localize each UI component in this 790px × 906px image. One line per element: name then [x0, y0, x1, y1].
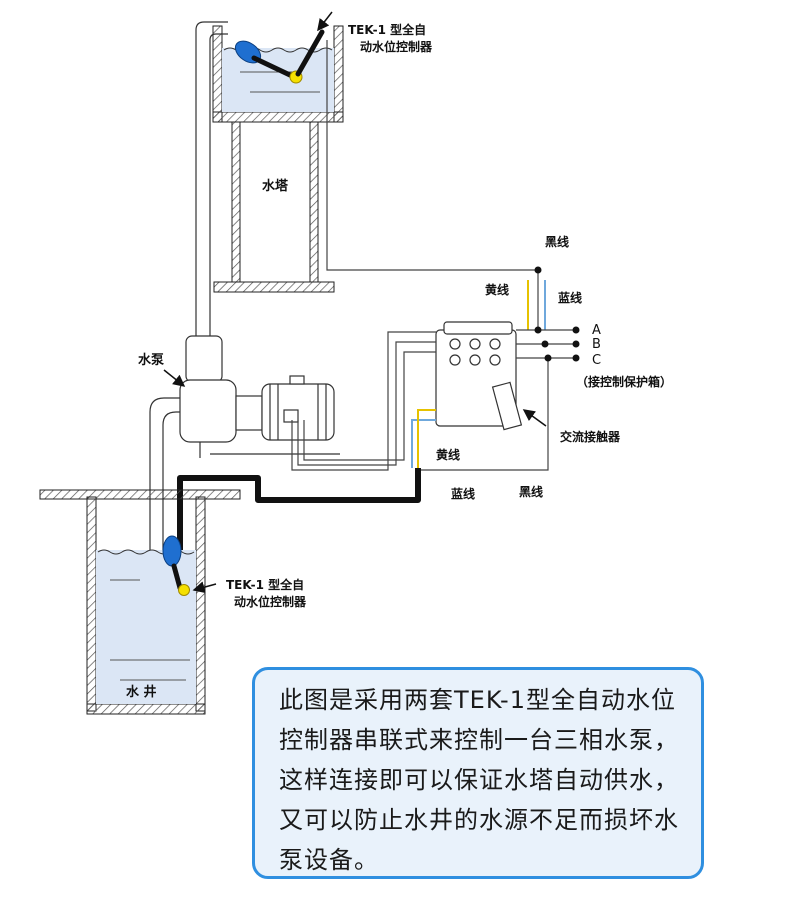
black-wire-top-label: 黑线: [545, 234, 569, 249]
well-label: 水 井: [126, 684, 157, 700]
pump: [179, 335, 340, 458]
tower-water: [222, 48, 334, 112]
black-wire-bottom-label: 黑线: [519, 484, 543, 499]
phase-c-label: C: [592, 353, 601, 368]
protection-box-label: （接控制保护箱）: [576, 374, 672, 389]
wiring-junctions: [534, 266, 580, 362]
well-float-switch: [162, 535, 190, 596]
well-water: [96, 550, 196, 704]
yellow-wire-bottom-label: 黄线: [436, 447, 460, 462]
water-tower-label: 水塔: [262, 178, 289, 194]
top-controller-label-line1: TEK-1 型全自: [348, 22, 426, 37]
description-text: 此图是采用两套TEK-1型全自动水位控制器串联式来控制一台三相水泵，这样连接即可…: [279, 686, 679, 874]
well-controller-label-line2: 动水位控制器: [234, 594, 307, 609]
well: 水 井: [39, 489, 241, 715]
description-note: 此图是采用两套TEK-1型全自动水位控制器串联式来控制一台三相水泵，这样连接即可…: [252, 667, 704, 879]
motor: [261, 375, 335, 441]
ac-contactor: [435, 321, 523, 431]
phase-b-label: B: [592, 337, 601, 352]
phase-a-label: A: [592, 323, 601, 338]
well-controller-pointer: [192, 581, 217, 594]
pump-pointer: [163, 369, 186, 387]
pump-label: 水泵: [138, 352, 164, 368]
blue-wire-top-label: 蓝线: [558, 290, 582, 305]
top-float-switch: [234, 11, 333, 84]
blue-wire-bottom-label: 蓝线: [451, 486, 475, 501]
contactor-label: 交流接触器: [560, 429, 621, 444]
top-controller-label-line2: 动水位控制器: [360, 39, 433, 54]
wiring: [177, 40, 576, 580]
water-tower: 水塔: [212, 25, 344, 293]
contactor-pointer: [522, 409, 547, 427]
yellow-wire-top-label: 黄线: [485, 282, 509, 297]
well-controller-label-line1: TEK-1 型全自: [226, 577, 304, 592]
